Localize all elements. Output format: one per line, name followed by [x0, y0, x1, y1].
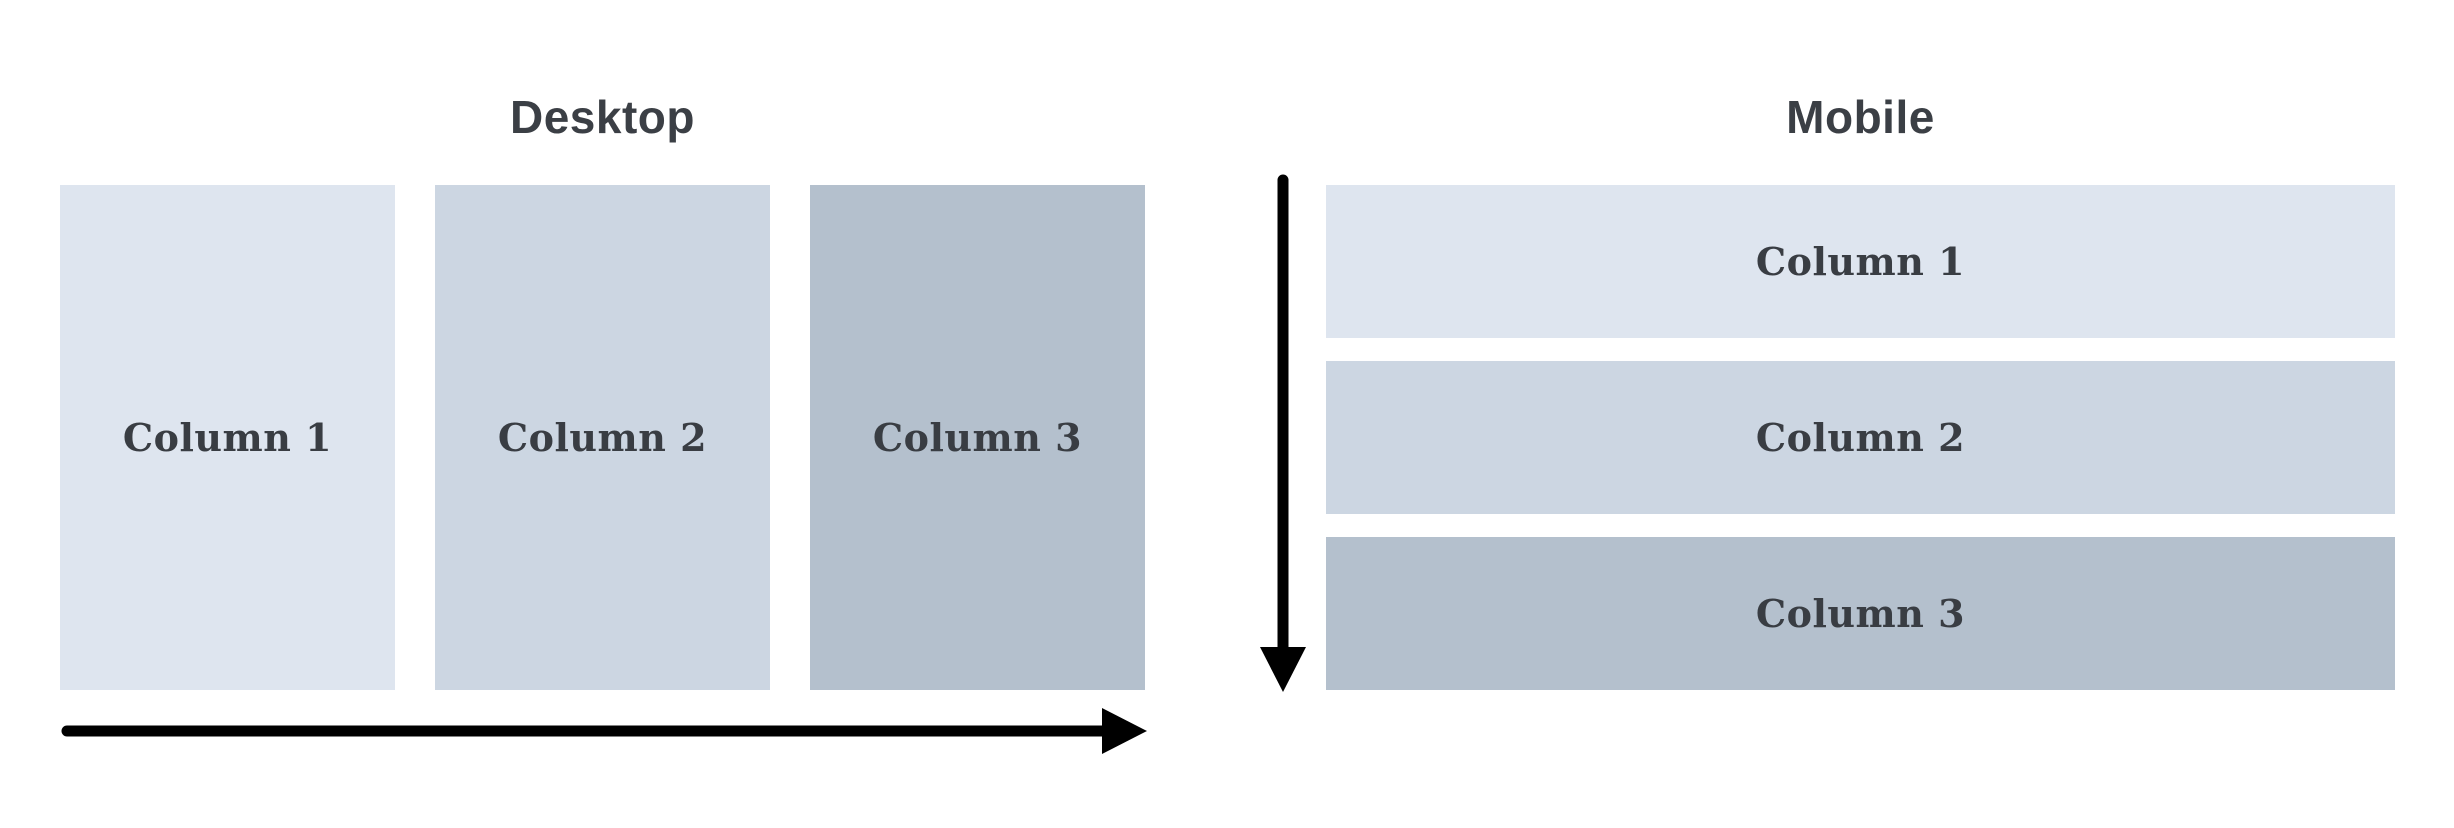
- desktop-column-2-label: Column 2: [497, 415, 708, 460]
- mobile-row-3: Column 3: [1326, 537, 2395, 690]
- desktop-column-3: Column 3: [810, 185, 1145, 690]
- desktop-column-2: Column 2: [435, 185, 770, 690]
- right-arrow-icon: [61, 708, 1147, 754]
- desktop-column-3-label: Column 3: [872, 415, 1083, 460]
- mobile-row-3-label: Column 3: [1755, 591, 1966, 636]
- mobile-row-2: Column 2: [1326, 361, 2395, 514]
- mobile-row-1-label: Column 1: [1755, 239, 1966, 284]
- desktop-title: Desktop: [510, 91, 695, 143]
- mobile-title: Mobile: [1786, 91, 1935, 143]
- down-arrow-icon: [1260, 174, 1306, 692]
- mobile-row-1: Column 1: [1326, 185, 2395, 338]
- desktop-column-1: Column 1: [60, 185, 395, 690]
- desktop-column-1-label: Column 1: [122, 415, 333, 460]
- mobile-row-2-label: Column 2: [1755, 415, 1966, 460]
